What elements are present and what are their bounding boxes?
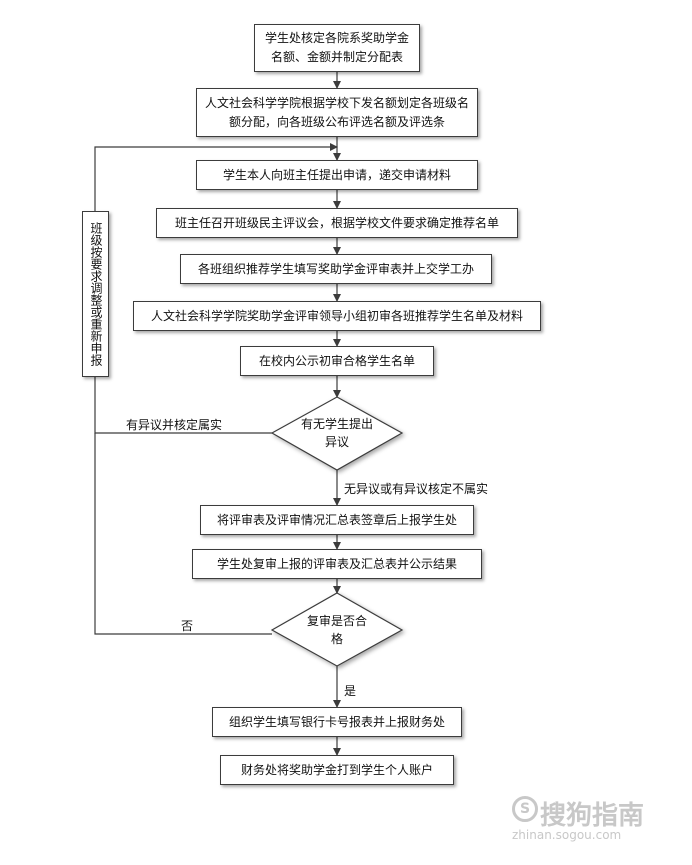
step-3-text: 学生本人向班主任提出申请，递交申请材料 (222, 167, 451, 182)
step-recheck: 学生处复审上报的评审表及汇总表并公示结果 (192, 549, 482, 579)
decision-review-text: 复审是否合格 (307, 612, 367, 648)
label-review-no: 否 (181, 619, 194, 633)
step-2-text: 人文社会科学学院根据学校下发名额划定各班级名额分配，向各班级公布评选名额及评选条 (204, 95, 469, 129)
step-allocate-quota: 学生处核定各院系奖助学金名额、金额并制定分配表 (254, 24, 420, 72)
step-10-text: 组织学生填写银行卡号报表并上报财务处 (228, 714, 445, 729)
step-finance-transfer: 财务处将奖助学金打到学生个人账户 (220, 755, 454, 785)
step-8-text: 将评审表及评审情况汇总表签章后上报学生处 (216, 512, 457, 527)
loop-side-to-apply (94, 143, 338, 211)
label-objection-no: 无异议或有异议核定不属实 (344, 482, 489, 496)
step-class-review: 班主任召开班级民主评议会，根据学校文件要求确定推荐名单 (156, 208, 518, 238)
decision-review-diamond (270, 592, 404, 667)
step-1-text: 学生处核定各院系奖助学金名额、金额并制定分配表 (264, 31, 409, 64)
label-objection-yes: 有异议并核定属实 (126, 418, 223, 432)
step-bank-card: 组织学生填写银行卡号报表并上报财务处 (212, 707, 462, 737)
step-6-text: 人文社会科学学院奖助学金评审领导小组初审各班推荐学生名单及材料 (150, 308, 523, 323)
step-5-text: 各班组织推荐学生填写奖助学金评审表并上交学工办 (197, 261, 474, 276)
step-11-text: 财务处将奖助学金打到学生个人账户 (240, 762, 433, 777)
side-box-readjust: 班级按要求调整或重新申报 (82, 211, 109, 377)
decision-review-label: 复审是否合格 (307, 614, 368, 646)
step-student-apply: 学生本人向班主任提出申请，递交申请材料 (196, 160, 478, 190)
loop-review (94, 433, 272, 635)
step-4-text: 班主任召开班级民主评议会，根据学校文件要求确定推荐名单 (174, 215, 499, 230)
step-7-text: 在校内公示初审合格学生名单 (258, 353, 415, 368)
label-review-yes: 是 (344, 684, 357, 698)
step-fill-form: 各班组织推荐学生填写奖助学金评审表并上交学工办 (180, 254, 492, 284)
step-sign-submit: 将评审表及评审情况汇总表签章后上报学生处 (200, 505, 474, 535)
decision-objection-diamond (270, 396, 404, 471)
sogou-logo-icon: S (512, 796, 538, 822)
watermark-brand: 搜狗指南 (540, 801, 645, 831)
step-college-distribute: 人文社会科学学院根据学校下发名额划定各班级名额分配，向各班级公布评选名额及评选条 (196, 88, 478, 137)
step-publicize: 在校内公示初审合格学生名单 (240, 346, 434, 376)
watermark-url: zhinan.sogou.com (512, 828, 622, 842)
side-box-text: 班级按要求调整或重新申报 (89, 222, 103, 366)
step-9-text: 学生处复审上报的评审表及汇总表并公示结果 (216, 556, 457, 571)
decision-objection-label: 有无学生提出异议 (300, 417, 373, 449)
decision-objection-text: 有无学生提出异议 (297, 415, 377, 451)
step-initial-review: 人文社会科学学院奖助学金评审领导小组初审各班推荐学生名单及材料 (133, 301, 541, 331)
